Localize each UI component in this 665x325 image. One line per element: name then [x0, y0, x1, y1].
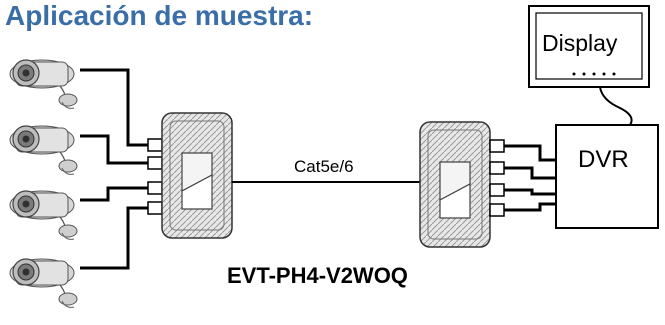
camera-cables	[80, 68, 148, 270]
right-balun-ports	[489, 139, 505, 217]
left-balun	[161, 112, 233, 239]
product-label: EVT-PH4-V2WOQ	[227, 263, 408, 288]
page-title: Aplicación de muestra:	[5, 0, 314, 31]
dvr-label: DVR	[578, 146, 629, 173]
cable-camera-2	[80, 134, 148, 165]
camera-1	[9, 59, 78, 110]
cable-camera-4	[80, 206, 148, 270]
cable-camera-1	[80, 68, 148, 147]
left-balun-ports	[147, 138, 163, 215]
right-balun	[419, 121, 491, 248]
camera-4	[9, 258, 78, 309]
cable-label: Cat5e/6	[294, 157, 354, 176]
dvr-cables	[504, 144, 556, 212]
camera-3	[9, 190, 78, 241]
dvr-box	[555, 124, 659, 229]
display-label: Display	[542, 30, 618, 56]
display-cable	[599, 86, 633, 126]
camera-2	[9, 125, 78, 176]
display-monitor	[528, 5, 650, 88]
cable-camera-3	[80, 186, 148, 202]
